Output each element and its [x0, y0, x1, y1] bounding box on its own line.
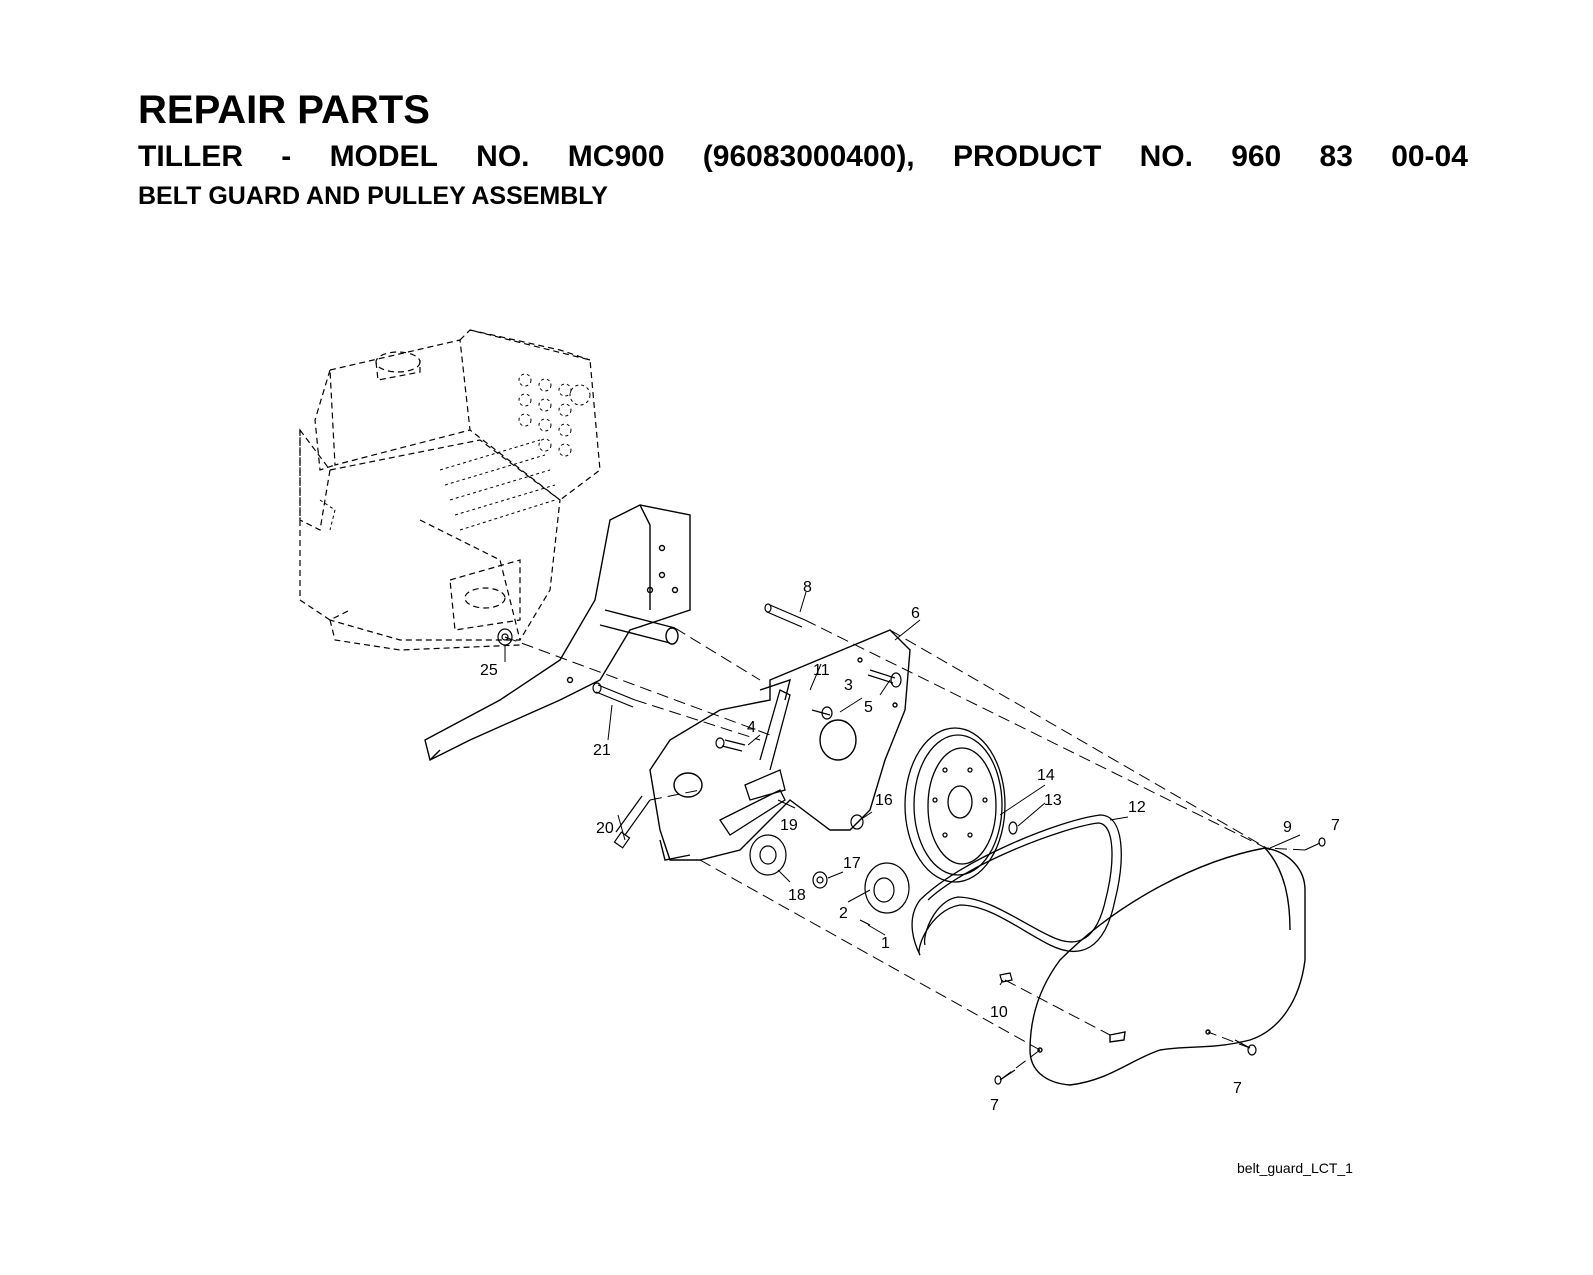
callout-8: 8	[803, 579, 812, 596]
engine-drawing	[299, 329, 601, 651]
page-title: REPAIR PARTS	[138, 88, 430, 132]
callout-14: 14	[1037, 767, 1055, 784]
callout-leaders	[504, 591, 1301, 986]
subtitle-word: (96083000400),	[702, 140, 915, 173]
callout-13: 13	[1044, 792, 1062, 809]
bracket-plate	[649, 629, 911, 861]
idler-arm	[719, 689, 791, 836]
v-belt	[911, 814, 1122, 956]
callout-3: 3	[844, 677, 853, 694]
drive-pulley	[904, 727, 1006, 883]
subtitle-word: TILLER	[138, 140, 243, 173]
callout-labels: 1 2 3 4 5 6 7 7 7 8 9 10 11 12 13 14 16 …	[480, 579, 1340, 1114]
drawing-id: belt_guard_LCT_1	[1237, 1160, 1353, 1176]
callout-5: 5	[864, 699, 873, 716]
subtitle-word: NO.	[1139, 140, 1193, 173]
callout-4: 4	[747, 719, 756, 736]
callout-1: 1	[881, 935, 890, 952]
callout-6: 6	[911, 605, 920, 622]
engine-fins	[319, 373, 591, 531]
callout-18: 18	[788, 887, 806, 904]
hardware-parts	[497, 603, 1326, 1085]
callout-20: 20	[596, 820, 614, 837]
belt-guard	[1029, 847, 1306, 1086]
frame-arm	[424, 504, 691, 762]
subtitle-word: 00-04	[1391, 140, 1468, 173]
subtitle-word: MC900	[567, 140, 665, 173]
subtitle-word: NO.	[476, 140, 530, 173]
subtitle-word: MODEL	[329, 140, 438, 173]
section-title: BELT GUARD AND PULLEY ASSEMBLY	[138, 182, 608, 210]
alignment-lines	[504, 619, 1306, 1081]
callout-19: 19	[780, 817, 798, 834]
subtitle-word: -	[281, 140, 292, 173]
callout-7-top: 7	[1331, 817, 1340, 834]
callout-16: 16	[875, 792, 893, 809]
callout-21: 21	[593, 742, 611, 759]
subtitle-word: 960	[1231, 140, 1282, 173]
callout-11: 11	[813, 662, 830, 679]
callout-17: 17	[843, 855, 861, 872]
callout-7-left: 7	[990, 1097, 999, 1114]
subtitle-word: PRODUCT	[952, 140, 1102, 173]
callout-7-right: 7	[1233, 1080, 1242, 1097]
subtitle-word: 83	[1319, 140, 1353, 173]
callout-9: 9	[1283, 819, 1292, 836]
callout-10: 10	[990, 1004, 1008, 1021]
model-subtitle: TILLER - MODEL NO. MC900 (96083000400), …	[138, 140, 1468, 174]
callout-25: 25	[480, 662, 498, 679]
callout-2: 2	[839, 905, 848, 922]
callout-12: 12	[1128, 799, 1146, 816]
